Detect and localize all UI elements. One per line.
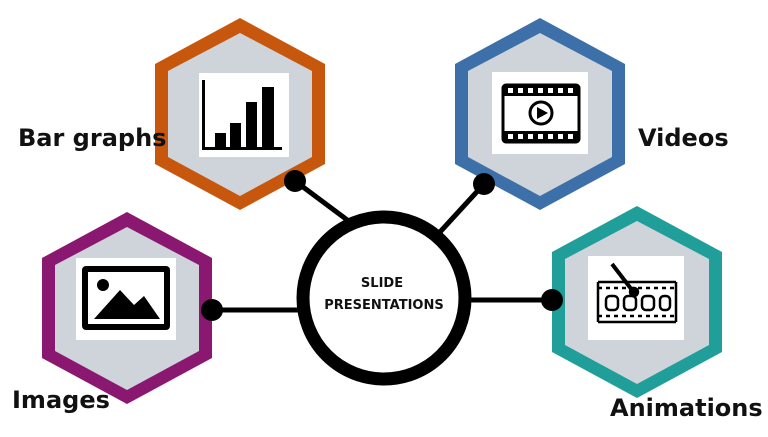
video-film-icon bbox=[501, 83, 581, 144]
hexagon-bar-graphs bbox=[155, 18, 325, 210]
bar-chart-icon bbox=[202, 80, 282, 150]
label-videos: Videos bbox=[638, 124, 729, 152]
label-bar-graphs: Bar graphs bbox=[18, 124, 167, 152]
hexagon-animations bbox=[552, 206, 722, 398]
label-images: Images bbox=[12, 386, 110, 414]
center-title-line2: PRESENTATIONS bbox=[324, 298, 443, 313]
connector-dots bbox=[201, 170, 563, 321]
dot-animations bbox=[541, 289, 563, 311]
animation-film-icon bbox=[596, 262, 678, 324]
image-icon bbox=[82, 266, 170, 330]
connector-bar-graphs bbox=[293, 178, 352, 225]
dot-videos bbox=[473, 173, 495, 195]
dot-bar-graphs bbox=[284, 170, 306, 192]
hexagon-images bbox=[42, 212, 212, 404]
center-title-line1: SLIDE bbox=[361, 276, 403, 291]
hexagon-videos bbox=[455, 18, 625, 210]
center-node: SLIDE PRESENTATIONS bbox=[296, 210, 472, 386]
label-animations: Animations bbox=[610, 394, 763, 422]
dot-images bbox=[201, 299, 223, 321]
